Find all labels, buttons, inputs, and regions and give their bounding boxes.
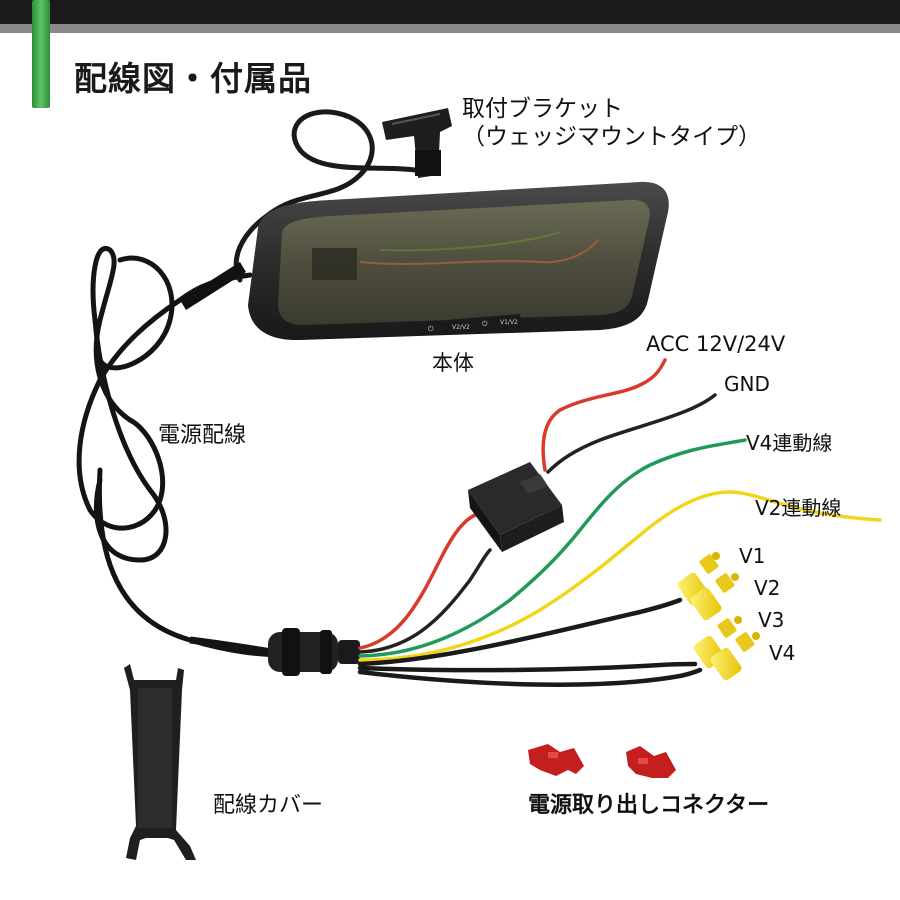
accent-bar — [32, 0, 50, 108]
v4-link-wire-label: V4連動線 — [746, 431, 833, 455]
acc-wire-label: ACC 12V/24V — [646, 332, 786, 356]
power-tap-connector-label: 電源取り出しコネクター — [528, 793, 770, 818]
wire-cover-label: 配線カバー — [213, 793, 324, 818]
rca-connectors — [677, 552, 760, 681]
relay-box — [468, 462, 564, 552]
bracket-label-line2: （ウェッジマウントタイプ） — [462, 123, 761, 150]
gnd-wire-label: GND — [724, 372, 770, 396]
power-cable — [76, 245, 293, 658]
power-wiring-label: 電源配線 — [158, 423, 247, 448]
wire-bundle — [357, 358, 882, 687]
rca-v1-label: V1 — [739, 544, 766, 568]
rca-v4-label: V4 — [769, 641, 796, 665]
harness-junction — [268, 628, 360, 676]
svg-text:⏻: ⏻ — [482, 320, 488, 328]
mirror-unit: ⏻ V2/V2 ⏻ V1/V2 — [248, 181, 669, 341]
mirror-plug — [180, 262, 246, 310]
svg-text:V2/V2: V2/V2 — [452, 324, 470, 331]
header-bar — [0, 0, 900, 108]
bracket-label: 取付ブラケット （ウェッジマウントタイプ） — [462, 96, 761, 151]
tap-connector-1 — [528, 744, 584, 776]
bracket-label-line1: 取付ブラケット — [462, 96, 623, 122]
rca-v3-label: V3 — [758, 608, 785, 632]
rca-v2 — [690, 573, 739, 621]
v2-link-wire-label: V2連動線 — [755, 496, 842, 520]
svg-text:⏻: ⏻ — [428, 325, 434, 333]
mounting-bracket — [382, 108, 452, 178]
power-tap-connectors — [528, 744, 676, 778]
body-label: 本体 — [432, 351, 474, 375]
rca-v2-label: V2 — [754, 576, 781, 600]
svg-text:V1/V2: V1/V2 — [500, 319, 518, 326]
page-title: 配線図・付属品 — [74, 59, 312, 98]
rca-v4 — [710, 632, 760, 681]
wire-cover — [124, 664, 196, 860]
tap-connector-2 — [626, 746, 676, 778]
